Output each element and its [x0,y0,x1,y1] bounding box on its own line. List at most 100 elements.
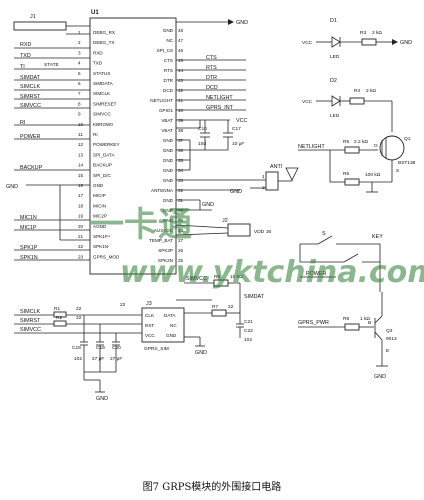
net-state: STATE [44,62,59,68]
u1-right-pin-name: GND [163,168,174,173]
u1-right-pin-name: DTR [164,78,174,83]
u1-left-pin-num: 10 [78,122,84,127]
sim-card-holder [141,307,185,343]
d2-vcc: VCC [302,99,313,105]
d1-ref: D1 [330,18,337,24]
u1-right-pin-name: NC [166,38,173,43]
rb-ref: R8 [343,316,349,322]
u1-right-pin-name: GPIO1 [159,108,173,113]
u1-gnd-right: GND [202,202,214,208]
antenna-connector [265,171,279,191]
r6-ref: R6 [343,171,349,177]
watermark-logo: 一卡通 [90,205,192,245]
simvcc-net: SIMVCC [186,276,207,282]
u1-right-pin-name: TEMP_BAT [149,238,173,243]
net-ti: TI [20,64,25,70]
u1-right-pin-num: 27 [178,238,184,243]
antenna-icon [285,167,299,181]
u1-right-pin-name: GND [163,178,174,183]
u1-right-pin-name: GND [163,148,174,153]
u1-left-pin-num: 13 [78,152,84,157]
sim-net-clk: SIMCLK [20,309,40,315]
j2-ref: J2 [222,218,228,224]
c20-ref: C20 [112,345,121,351]
u1-left-pin-name: GND [93,183,104,188]
j2-vdd: VDD [254,229,265,235]
c21-ref: C21 [244,319,253,325]
u1-right-pin-num: 34 [178,168,184,173]
r2-val: 22 [76,315,82,321]
u1-right-pin-num: 35 [178,158,184,163]
j1-connector [13,21,67,31]
u1-left-pin-name: TXD [93,61,103,66]
u1-right-pin-num: 31 [178,198,184,203]
gprs-pwr-label: GPRS_PWR [298,320,329,326]
j2-net: 30 [266,229,272,235]
u1-right-pin-name: RTS [164,68,173,73]
u1-left-pin-num: 15 [78,173,84,178]
sim-net-vcc: SIMVCC [20,327,41,333]
u1-right-pin-name: GND [163,138,174,143]
u1-left-pin-name: MICIP [93,193,106,198]
q1-g: G [374,143,378,149]
u1-left-pin-num: 14 [78,163,84,168]
u1-left-pin-name: POWERKEY [93,142,120,147]
u1-right-pin-num: 29 [178,218,184,223]
u1-right-pin-num: 41 [178,98,184,103]
u1-right-pin-name: CTS [164,58,173,63]
u1-left-pin-num: 6 [78,81,81,86]
r-pull-ref: R8 [214,274,220,280]
led-d2-icon [331,95,341,107]
u1-gprs-module [89,17,177,275]
u1-right-pin-num: 48 [178,28,184,33]
u1-left-pin-name: BACKUP [93,163,112,168]
q1-s: S [396,168,399,174]
u1-left-pin-num: 5 [78,71,81,76]
simdat-net: SIMDAT [244,294,265,300]
u1-left-pin-name: SPI_D/C [93,173,112,178]
u1-left-pin-num: 4 [78,61,81,66]
u1-left-pin-name: SPK1N- [93,244,110,249]
led-d1-icon [331,36,341,48]
net-power: POWER [20,134,40,140]
q3-type: 9013 [386,336,397,342]
u1-ref: U1 [91,10,99,16]
sim-pin-rst: RST [145,323,154,328]
net-gprs-int: GPRS_INT [206,105,234,111]
u1-right-pin-name: VBAT [161,128,173,133]
r1-val: 22 [76,306,82,312]
u1-right-pin-num: 28 [178,228,184,233]
power-circuit: S KEY POWER GPRS_PWR R8 1 kΩ B Q3 9013 E… [298,231,397,380]
u1-left-pin-name: SIMDATA [93,81,114,86]
switch-s: S [322,231,326,237]
u1-right-pin-num: 39 [178,118,184,123]
u1-left-pin-num: 9 [78,112,81,117]
r1-ref: R1 [54,306,60,312]
u1-right-pin-num: 36 [178,148,184,153]
sim-pin-nc: NC [170,323,177,328]
u1-left-pin-num: 22 [78,244,84,249]
c19-val: 27 pF [92,356,104,362]
r4-ref: R4 [354,88,360,94]
u1-left-pin-num: 17 [78,193,84,198]
c17-val: 10 μF [232,141,244,147]
u1-right-pin-num: 25 [178,258,184,263]
u1-left-pin-num: 21 [78,234,84,239]
power-label: POWER [306,271,326,277]
u1-right-pin-num: 37 [178,138,184,143]
d1-vcc: VCC [302,40,313,46]
net-vcc: VCC [236,118,247,124]
u1-left-pin-name: MIC2P [93,214,107,219]
u1-right-pin-name: GND [163,28,174,33]
q1-ref: Q1 [404,136,411,142]
netlight-label: NETLIGHT [298,144,325,150]
u1-left-pin-name: RXD [93,50,103,55]
watermark-url: www.yktchina.com [120,255,424,290]
c10-val: 10d [198,141,206,147]
r4-resistor [349,97,365,105]
key-label: KEY [372,234,383,240]
u1-right-pin-num: 38 [178,128,184,133]
sim-pin-data: DATA [164,313,177,318]
